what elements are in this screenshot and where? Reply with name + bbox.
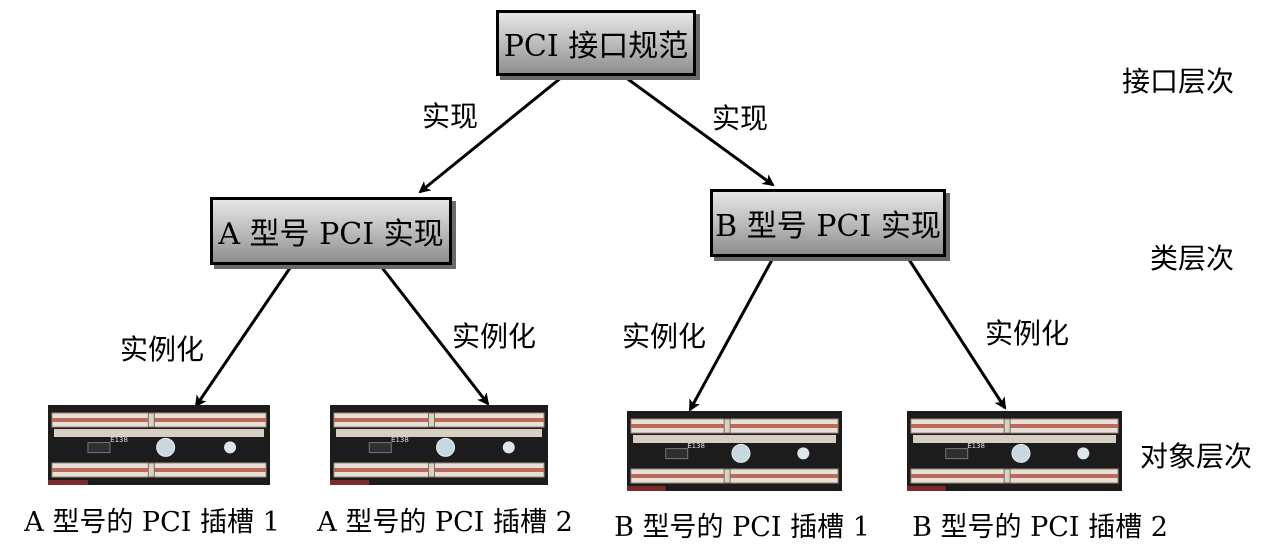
capacitor-small bbox=[1077, 447, 1090, 460]
slot-key bbox=[723, 418, 731, 434]
slot-label-a1: A 型号的 PCI 插槽 1 bbox=[24, 507, 280, 538]
chip-label: E138 bbox=[110, 436, 128, 444]
capacitor-small bbox=[797, 447, 810, 460]
capacitor bbox=[1011, 443, 1031, 463]
layer-label-interface: 接口层次 bbox=[1122, 65, 1235, 98]
slot-pins bbox=[631, 474, 838, 478]
pci-slot-b2-picture: E138 bbox=[907, 411, 1122, 491]
edge-label-implement-right: 实现 bbox=[712, 102, 769, 135]
slot-pins bbox=[52, 418, 266, 422]
capacitor-small bbox=[502, 441, 515, 454]
class-box-b: B 型号 PCI 实现 bbox=[710, 189, 946, 257]
slot-key bbox=[1003, 418, 1011, 434]
slot-pins bbox=[334, 468, 544, 472]
edge-label-instantiate-a2: 实例化 bbox=[452, 320, 537, 353]
slot-key bbox=[723, 468, 731, 484]
pci-slot-image-a1: E138 bbox=[48, 405, 270, 489]
pci-interface-spec-box: PCI 接口规范 bbox=[496, 10, 696, 76]
slot-pins bbox=[52, 468, 266, 472]
capacitor-small bbox=[224, 441, 237, 454]
layer-label-object: 对象层次 bbox=[1140, 440, 1253, 473]
pci-slot-a2-picture: E138 bbox=[330, 405, 548, 485]
class-box-a: A 型号 PCI 实现 bbox=[210, 197, 452, 265]
board-edge bbox=[907, 486, 946, 491]
slot-key bbox=[1003, 468, 1011, 484]
chip bbox=[87, 442, 111, 454]
slot-key bbox=[147, 462, 155, 478]
slot-label-a2: A 型号的 PCI 插槽 2 bbox=[317, 507, 573, 538]
slot-key bbox=[147, 412, 155, 428]
arrow-a-to-slot1 bbox=[194, 264, 294, 408]
pci-slot-image-b1: E138 bbox=[627, 411, 842, 495]
class-box-a-label: A 型号 PCI 实现 bbox=[218, 217, 444, 252]
connector-strip bbox=[633, 435, 836, 443]
capacitor bbox=[436, 437, 456, 457]
board-edge bbox=[48, 480, 88, 485]
connector-strip bbox=[336, 429, 542, 437]
pci-slot-a1-picture: E138 bbox=[48, 405, 270, 485]
edge-label-instantiate-b2: 实例化 bbox=[985, 317, 1070, 350]
slot-key bbox=[428, 462, 435, 478]
chip bbox=[945, 448, 969, 460]
slot-label-b2: B 型号的 PCI 插槽 2 bbox=[912, 512, 1168, 543]
pci-slot-image-b2: E138 bbox=[907, 411, 1122, 495]
chip-label: E138 bbox=[687, 442, 705, 450]
board-edge bbox=[330, 480, 370, 485]
edge-label-implement-left: 实现 bbox=[422, 100, 479, 133]
slot-pins bbox=[631, 424, 838, 428]
slot-pins bbox=[911, 474, 1118, 478]
connector-strip bbox=[54, 429, 264, 437]
connector-strip bbox=[913, 435, 1116, 443]
pci-slot-b1-picture: E138 bbox=[627, 411, 842, 491]
arrow-interface-to-a bbox=[418, 75, 563, 194]
pci-interface-spec-label: PCI 接口规范 bbox=[503, 29, 689, 64]
chip bbox=[368, 442, 392, 454]
pci-slot-image-a2: E138 bbox=[330, 405, 548, 489]
slot-pins bbox=[911, 424, 1118, 428]
slot-key bbox=[428, 412, 435, 428]
arrow-b-to-slot1 bbox=[688, 257, 775, 412]
arrow-a-to-slot2 bbox=[378, 264, 490, 406]
arrow-interface-to-b bbox=[624, 75, 775, 187]
chip bbox=[665, 448, 689, 460]
slot-label-b1: B 型号的 PCI 插槽 1 bbox=[614, 512, 870, 543]
chip-label: E138 bbox=[391, 436, 409, 444]
chip-label: E138 bbox=[967, 442, 985, 450]
layer-label-class: 类层次 bbox=[1150, 242, 1235, 275]
board-edge bbox=[627, 486, 666, 491]
edge-label-instantiate-b1: 实例化 bbox=[622, 320, 707, 353]
capacitor bbox=[156, 437, 176, 457]
class-box-b-label: B 型号 PCI 实现 bbox=[715, 209, 941, 244]
edge-label-instantiate-a1: 实例化 bbox=[120, 333, 205, 366]
slot-pins bbox=[334, 418, 544, 422]
arrow-b-to-slot2 bbox=[906, 257, 1007, 410]
capacitor bbox=[731, 443, 751, 463]
